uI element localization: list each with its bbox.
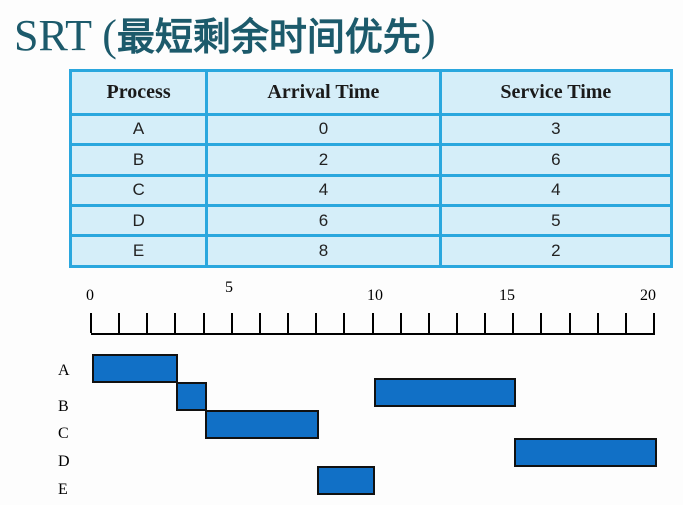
gantt-bar-d <box>514 438 657 467</box>
table-header-row: Process Arrival Time Service Time <box>68 69 674 116</box>
cell: C <box>68 173 209 208</box>
gantt-bar-e <box>317 466 376 495</box>
row-label-a: A <box>58 362 70 379</box>
gantt-bar-b <box>176 382 207 411</box>
axis-tick <box>512 313 515 333</box>
cell: A <box>68 112 209 147</box>
axis-tick <box>624 313 627 333</box>
axis-tick <box>455 313 458 333</box>
gantt-bar-b <box>373 378 517 407</box>
axis-label-10: 10 <box>367 287 383 304</box>
time-axis <box>90 313 655 335</box>
title-chinese: 最短剩余时间优先 <box>116 15 421 59</box>
axis-tick <box>540 313 543 333</box>
gantt-bar-c <box>204 410 320 439</box>
cell: 0 <box>205 112 442 147</box>
axis-tick <box>146 313 149 333</box>
row-label-e: E <box>58 481 68 498</box>
axis-label-5: 5 <box>225 279 233 296</box>
cell: D <box>68 203 209 238</box>
axis-tick <box>258 313 261 333</box>
cell: E <box>68 234 209 268</box>
cell: 5 <box>438 203 674 238</box>
cell: 2 <box>438 234 674 268</box>
cell: 6 <box>438 143 674 177</box>
axis-label-15: 15 <box>499 287 515 304</box>
axis-tick <box>371 313 374 333</box>
title-suffix: ) <box>420 11 436 60</box>
row-label-d: D <box>58 453 70 470</box>
axis-tick <box>427 313 430 333</box>
axis-tick <box>174 313 177 333</box>
row-label-c: C <box>58 425 69 442</box>
axis-tick <box>287 313 290 333</box>
axis-tick <box>230 313 233 333</box>
axis-tick <box>484 313 487 333</box>
header-service-time: Service Time <box>438 69 674 116</box>
axis-tick <box>343 313 346 333</box>
axis-label-0: 0 <box>86 287 94 304</box>
axis-tick <box>653 313 655 333</box>
axis-tick <box>118 313 121 333</box>
cell: 6 <box>205 203 442 238</box>
axis-tick <box>202 313 205 333</box>
cell: 4 <box>205 173 442 208</box>
cell: B <box>68 143 209 177</box>
axis-label-20: 20 <box>640 287 656 304</box>
axis-tick <box>399 313 402 333</box>
axis-tick <box>315 313 318 333</box>
cell: 2 <box>205 143 442 177</box>
row-label-b: B <box>58 398 69 415</box>
axis-tick <box>596 313 599 333</box>
axis-tick <box>90 313 92 333</box>
header-process: Process <box>68 69 209 116</box>
gantt-bar-a <box>92 354 179 383</box>
cell: 8 <box>205 234 442 268</box>
slide-title: SRT (最短剩余时间优先) <box>14 6 436 61</box>
cell: 4 <box>438 173 674 208</box>
title-prefix: SRT ( <box>14 11 117 60</box>
axis-tick <box>568 313 571 333</box>
cell: 3 <box>438 112 674 147</box>
header-arrival-time: Arrival Time <box>205 69 442 116</box>
